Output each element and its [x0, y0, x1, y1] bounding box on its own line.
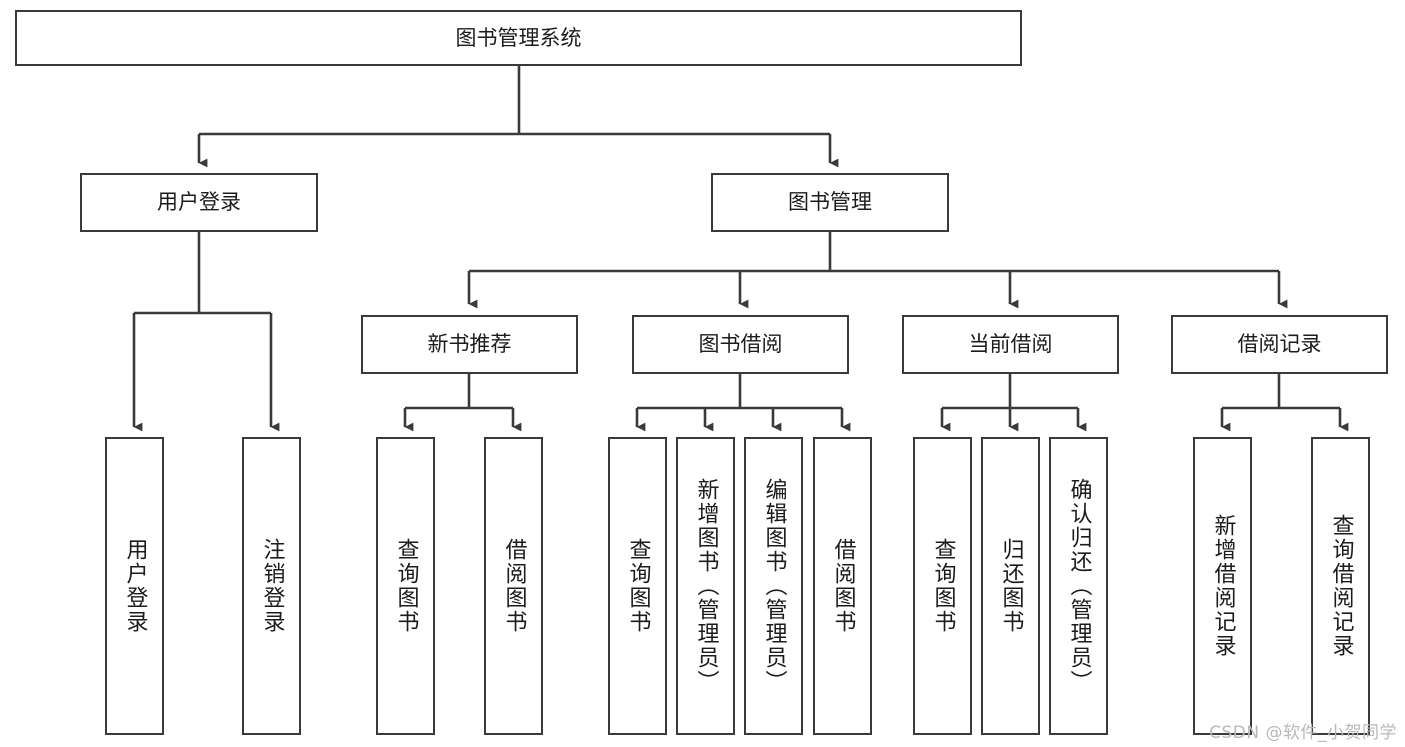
leaf-query-book-1-label: 查询图书 — [393, 538, 419, 634]
leaf-logout-label: 注销登录 — [259, 538, 285, 634]
node-current-borrow[interactable]: 当前借阅 — [902, 315, 1119, 374]
leaf-query-book-2-label: 查询图书 — [625, 538, 651, 634]
leaf-query-book-2[interactable]: 查询图书 — [608, 437, 667, 735]
leaf-add-record[interactable]: 新增借阅记录 — [1193, 437, 1252, 735]
leaf-query-record[interactable]: 查询借阅记录 — [1311, 437, 1370, 735]
node-book-borrow[interactable]: 图书借阅 — [632, 315, 849, 374]
leaf-confirm-return[interactable]: 确认归还（管理员） — [1049, 437, 1108, 735]
leaf-user-login-label: 用户登录 — [122, 538, 148, 634]
node-borrow-record[interactable]: 借阅记录 — [1171, 315, 1388, 374]
leaf-query-book-3-label: 查询图书 — [930, 538, 956, 634]
node-user-login[interactable]: 用户登录 — [80, 173, 318, 232]
leaf-borrow-book-1-label: 借阅图书 — [501, 538, 527, 634]
leaf-add-book-label: 新增图书（管理员） — [693, 478, 719, 694]
node-book-borrow-label: 图书借阅 — [698, 332, 783, 357]
leaf-query-book-3[interactable]: 查询图书 — [913, 437, 972, 735]
leaf-add-record-label: 新增借阅记录 — [1210, 514, 1236, 658]
leaf-add-book[interactable]: 新增图书（管理员） — [676, 437, 735, 735]
leaf-borrow-book-2-label: 借阅图书 — [830, 538, 856, 634]
leaf-return-book-label: 归还图书 — [998, 538, 1024, 634]
node-new-book-rec-label: 新书推荐 — [427, 332, 512, 357]
leaf-confirm-return-label: 确认归还（管理员） — [1066, 478, 1092, 694]
leaf-user-login[interactable]: 用户登录 — [105, 437, 164, 735]
node-book-manage-label: 图书管理 — [788, 190, 872, 215]
leaf-logout[interactable]: 注销登录 — [242, 437, 301, 735]
leaf-edit-book[interactable]: 编辑图书（管理员） — [744, 437, 803, 735]
leaf-edit-book-label: 编辑图书（管理员） — [761, 478, 787, 694]
node-new-book-rec[interactable]: 新书推荐 — [361, 315, 578, 374]
leaf-query-record-label: 查询借阅记录 — [1328, 514, 1354, 658]
leaf-return-book[interactable]: 归还图书 — [981, 437, 1040, 735]
leaf-query-book-1[interactable]: 查询图书 — [376, 437, 435, 735]
node-root[interactable]: 图书管理系统 — [15, 10, 1022, 66]
node-borrow-record-label: 借阅记录 — [1237, 332, 1322, 357]
node-book-manage[interactable]: 图书管理 — [711, 173, 949, 232]
node-user-login-label: 用户登录 — [157, 190, 241, 215]
node-current-borrow-label: 当前借阅 — [968, 332, 1053, 357]
node-root-label: 图书管理系统 — [455, 25, 582, 50]
leaf-borrow-book-2[interactable]: 借阅图书 — [813, 437, 872, 735]
leaf-borrow-book-1[interactable]: 借阅图书 — [484, 437, 543, 735]
